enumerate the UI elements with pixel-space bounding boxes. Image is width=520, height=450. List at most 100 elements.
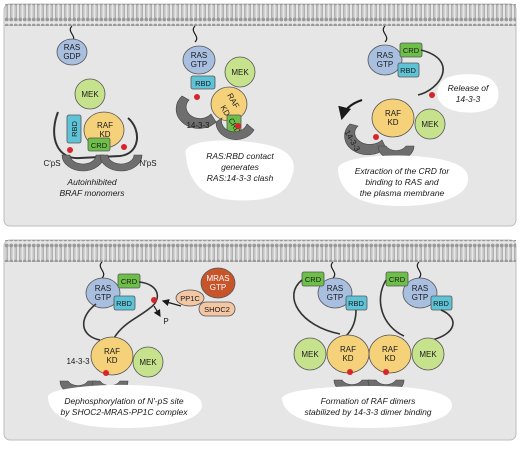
- crd-5b: [385, 271, 409, 287]
- ras-gtp-3: [367, 44, 403, 76]
- raf-kd-5b: [368, 334, 412, 374]
- kd-label-5b: KD: [384, 354, 395, 363]
- rbd-2: [190, 75, 216, 90]
- adapter-14-3-3-1b: [99, 154, 143, 172]
- release-bubble: [437, 74, 499, 113]
- raf-kd-4: [90, 336, 134, 376]
- release-label-1: Release of: [448, 83, 490, 93]
- phospho-5b: [383, 369, 389, 375]
- ras-label-4: RAS: [95, 284, 111, 293]
- rbd-label-3: RBD: [400, 66, 416, 75]
- raf-kd-3: [371, 98, 415, 138]
- gtp-label-5a: GTP: [327, 293, 343, 302]
- adapter-label-2: 14-3-3: [186, 121, 210, 130]
- ras-label-5b: RAS: [412, 284, 428, 293]
- mek-label-3: MEK: [421, 120, 439, 129]
- crd-label-5b: CRD: [389, 275, 406, 284]
- mras-gtp-label: GTP: [210, 283, 226, 292]
- mek-4: [132, 346, 164, 378]
- phospho-3: [429, 92, 435, 98]
- caption-5-line-2: stabilized by 14-3-3 dimer binding: [304, 407, 431, 417]
- ras-gtp-5a: [317, 277, 353, 309]
- caption-3-line-3: the plasma membrane: [360, 188, 445, 198]
- mras-gtp: [200, 267, 236, 299]
- crd-label-1: CRD: [91, 141, 108, 150]
- ras-gtp-4: [85, 277, 121, 309]
- gtp-label-2: GTP: [191, 60, 207, 69]
- caption-1-line-1: Autoinhibited: [66, 177, 116, 187]
- adapter-14-3-3-2b: [215, 117, 255, 140]
- gtp-label-4: GTP: [95, 293, 111, 302]
- adapter-label-4: 14-3-3: [66, 357, 90, 366]
- mek-1: [74, 78, 106, 110]
- caption-bubble-5: [281, 386, 452, 428]
- rbd-label-5a: RBD: [348, 299, 364, 308]
- rbd-label-1: RBD: [70, 121, 79, 137]
- plasma-membrane-bottom: [4, 240, 516, 262]
- release-arrow: [338, 98, 363, 121]
- raf-label-3: RAF: [385, 109, 401, 118]
- mras-label: MRAS: [206, 274, 229, 283]
- kd-label-1: KD: [99, 130, 110, 139]
- ras-gdp: [56, 38, 88, 66]
- gtp-label-3: GTP: [377, 60, 393, 69]
- caption-2-line-2: generates: [221, 162, 260, 172]
- rbd-label-5b: RBD: [433, 299, 449, 308]
- crd-label-4: CRD: [121, 277, 138, 286]
- pp1c-arrow: [161, 299, 182, 307]
- mek-label-2: MEK: [231, 68, 249, 77]
- c-ps-label: C′pS: [43, 159, 60, 168]
- scene-dephosphorylation: RAS GTP CRD RBD P PP1C MRAS GTP SHOC2 RA…: [47, 261, 236, 428]
- phospho-2b: [235, 123, 241, 129]
- mek-label-4: MEK: [139, 358, 157, 367]
- ras-gtp-5b: [402, 277, 438, 309]
- mek-3: [414, 108, 446, 140]
- scene-ras-rbd-contact: RAS GTP MEK RAF KD RBD CRD 14-3-3 RAS:RB…: [175, 25, 294, 201]
- rbd-1: [66, 114, 82, 144]
- rbd-4: [113, 295, 136, 311]
- shoc2: [198, 301, 236, 317]
- caption-3-line-1: Extraction of the CRD for: [355, 166, 451, 176]
- ras-label-3: RAS: [377, 51, 393, 60]
- mek-5b: [411, 337, 445, 371]
- scene-autoinhibited: RAS GDP MEK RAF KD RBD CRD C′pS N′pS Aut…: [43, 25, 157, 198]
- crd-5a: [301, 271, 325, 287]
- phospho-2a: [194, 94, 200, 100]
- scene-crd-extraction: RAS GTP CRD RBD RAF KD MEK 14-3-3 Releas…: [337, 25, 499, 206]
- kd-label-4: KD: [106, 356, 117, 365]
- ras-label-5a: RAS: [327, 284, 343, 293]
- raf-label-5a: RAF: [340, 345, 356, 354]
- ras-gtp-2: [182, 45, 216, 75]
- phospho-3b: [373, 134, 379, 140]
- mek-5a: [293, 337, 327, 371]
- phospho-n-ps: [121, 144, 127, 150]
- phospho-4: [151, 297, 157, 303]
- p-label: P: [163, 317, 168, 326]
- rbd-label-4: RBD: [116, 299, 132, 308]
- crd-label-3: CRD: [403, 46, 420, 55]
- raf-label-5b: RAF: [382, 345, 398, 354]
- rbd-3: [397, 62, 420, 78]
- mek-2: [224, 56, 256, 88]
- kd-label-5a: KD: [342, 354, 353, 363]
- crd-label-5a: CRD: [305, 275, 322, 284]
- release-label-2: 14-3-3: [456, 94, 481, 104]
- scene-raf-dimers: RAS GTP CRD RBD RAS GTP CRD RBD RAF KD R…: [281, 261, 454, 428]
- pp1c: [175, 289, 205, 307]
- rbd-label-2: RBD: [195, 79, 211, 88]
- caption-2-line-3: RAS:14-3-3 clash: [207, 173, 274, 183]
- kd-label-3: KD: [387, 118, 398, 127]
- ras-gdp-label-1: RAS: [64, 43, 80, 52]
- pp1c-label: PP1C: [180, 294, 200, 303]
- crd-4: [117, 273, 141, 289]
- caption-4-line-1: Dephosphorylation of N′-pS site: [64, 396, 184, 406]
- caption-2-line-1: RAS:RBD contact: [206, 151, 274, 161]
- n-ps-label: N′pS: [139, 159, 156, 168]
- mek-label-1: MEK: [81, 90, 99, 99]
- ras-gdp-label-2: GDP: [63, 52, 80, 61]
- caption-3-line-2: binding to RAS and: [365, 177, 439, 187]
- crd-1: [87, 137, 111, 152]
- gtp-label-5b: GTP: [412, 293, 428, 302]
- shoc2-label: SHOC2: [204, 305, 230, 314]
